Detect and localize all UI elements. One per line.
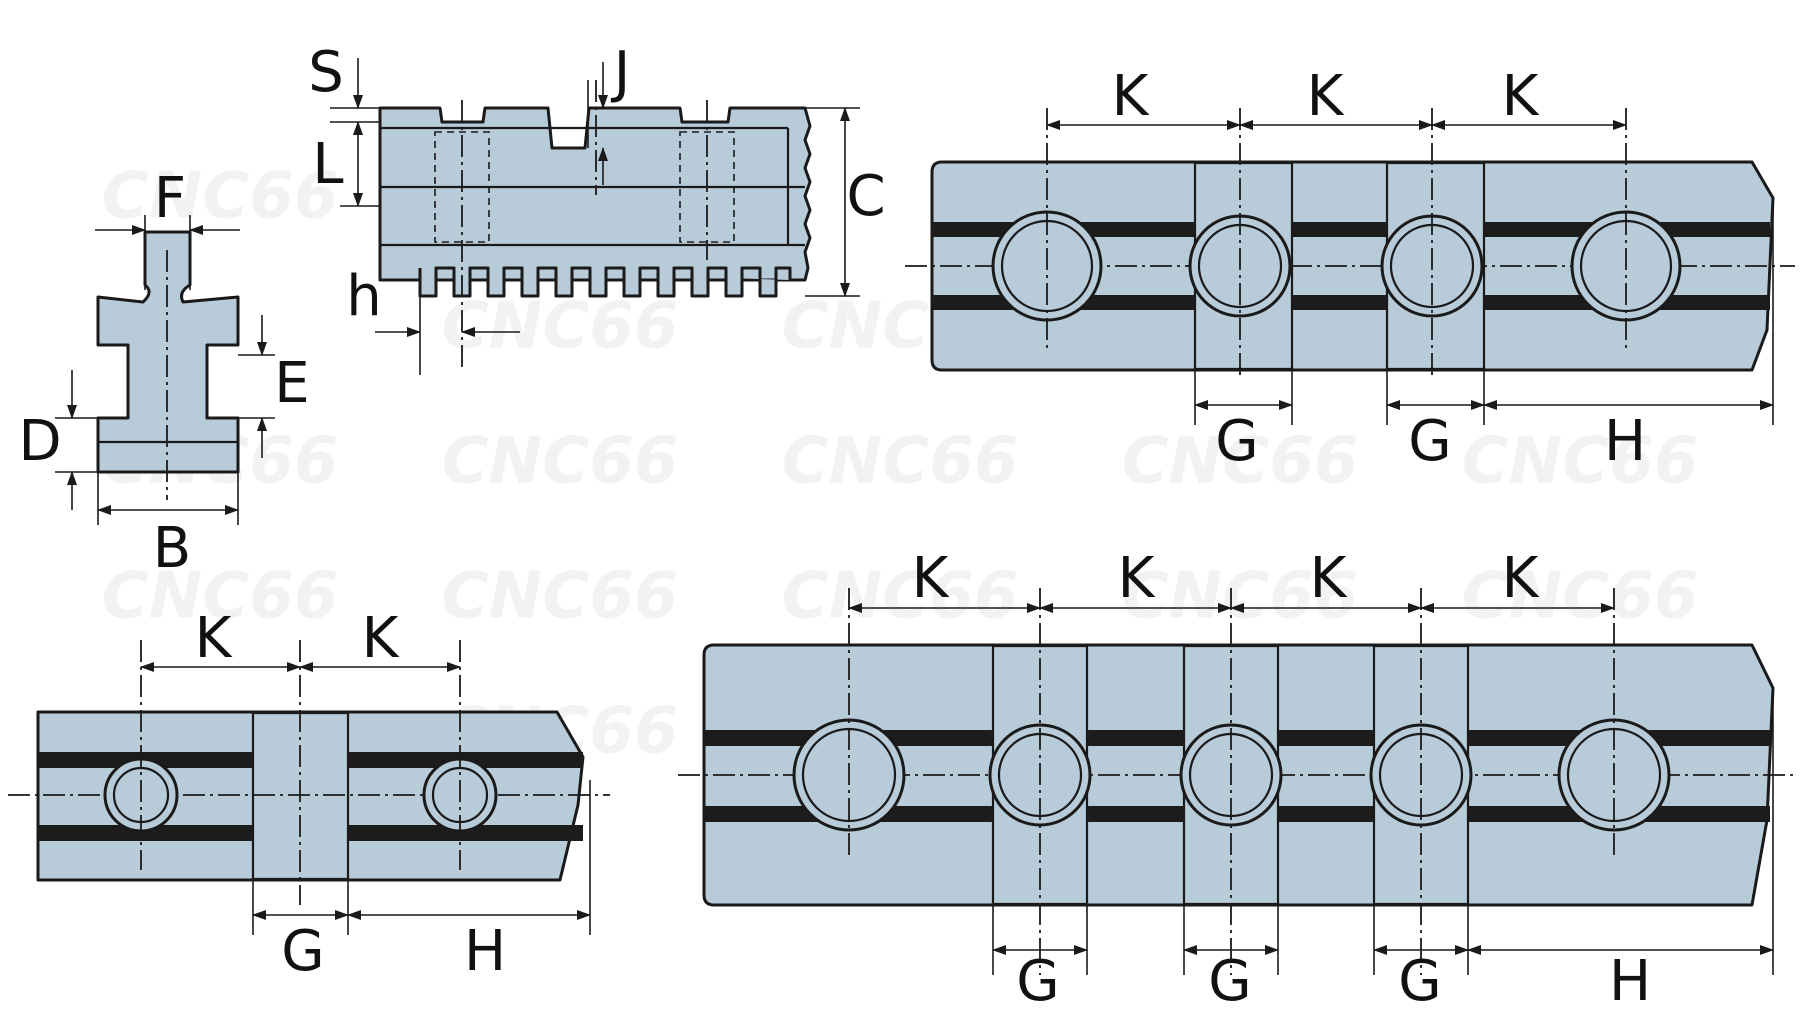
label-h: H: [464, 919, 506, 984]
watermarks: CNC66 CNC66 CNC66 CNC66 CNC66 CNC66 CNC6…: [102, 160, 1699, 769]
watermark: CNC66: [442, 560, 679, 634]
label-k: K: [362, 606, 400, 671]
label-g: G: [281, 919, 324, 984]
watermark: CNC66: [442, 425, 679, 499]
label-g: G: [1208, 949, 1251, 1014]
watermark: CNC66: [102, 560, 339, 634]
label-k: K: [1307, 64, 1345, 129]
t-section-view: F E D B: [18, 166, 309, 581]
watermark: CNC66: [1122, 425, 1359, 499]
hidden-hole: [679, 131, 735, 243]
label-h: H: [1609, 949, 1651, 1014]
watermark: CNC66: [1462, 425, 1699, 499]
watermark: CNC66: [1462, 560, 1699, 634]
label-k: K: [195, 606, 233, 671]
label-k: K: [1502, 546, 1540, 611]
watermark: CNC66: [782, 425, 1019, 499]
label-f: F: [154, 166, 186, 231]
watermark: CNC66: [442, 290, 679, 364]
plan-view-4-pitch: K K K K G G G H: [678, 546, 1795, 1014]
label-s: S: [308, 40, 344, 105]
label-g: G: [1408, 409, 1451, 474]
label-h: H: [1604, 409, 1646, 474]
label-g: G: [1398, 949, 1441, 1014]
label-d: D: [18, 409, 61, 474]
label-e: E: [274, 351, 309, 416]
watermark: CNC66: [1122, 560, 1359, 634]
side-view: S L J C h: [308, 40, 886, 375]
hidden-hole: [434, 131, 490, 243]
label-l: L: [312, 132, 343, 197]
t-slot-line: [932, 295, 1770, 310]
label-c: C: [846, 164, 885, 229]
serration-teeth: [418, 266, 792, 298]
label-k: K: [1502, 64, 1540, 129]
t-section-profile: [96, 230, 240, 474]
label-g: G: [1016, 949, 1059, 1014]
label-k: K: [1118, 546, 1156, 611]
plan-view-3-pitch: K K K G G H: [905, 64, 1795, 474]
label-k: K: [912, 546, 950, 611]
watermark: CNC66: [782, 560, 1019, 634]
plan-view-2-pitch: K K G H: [8, 606, 610, 984]
label-k: K: [1310, 546, 1348, 611]
t-slot-line: [932, 222, 1770, 237]
label-k: K: [1112, 64, 1150, 129]
label-j: J: [611, 40, 631, 105]
label-h-small: h: [346, 264, 382, 329]
jaw-side-profile: [378, 106, 812, 282]
label-b: B: [153, 516, 191, 581]
watermark: CNC66: [102, 160, 339, 234]
label-g: G: [1215, 409, 1258, 474]
